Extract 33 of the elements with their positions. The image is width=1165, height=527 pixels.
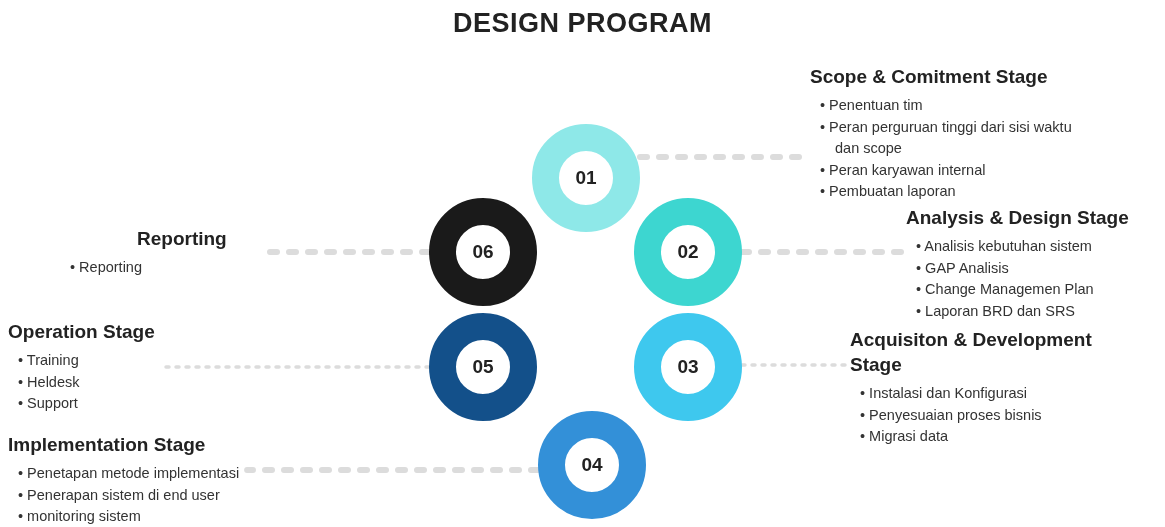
bullet-item: • Penentuan tim xyxy=(820,96,924,115)
bullet-item: • Support xyxy=(18,394,79,413)
bullet-item: • GAP Analisis xyxy=(916,258,1010,278)
bullet-item: • Migrasi data xyxy=(860,427,950,446)
bullet-item: • Instalasi dan Konfigurasi xyxy=(860,384,1029,403)
step-number: 01 xyxy=(575,167,597,189)
stage-heading: Reporting xyxy=(137,227,228,251)
step-number: 03 xyxy=(677,356,699,378)
stage-heading: Analysis & Design Stage xyxy=(906,206,1130,230)
title: DESIGN PROGRAM xyxy=(452,8,713,39)
step-number: 04 xyxy=(581,454,603,476)
dotted-connector xyxy=(161,365,431,369)
bullet-item: • Training xyxy=(18,351,80,370)
stage-heading: Implementation Stage xyxy=(8,433,207,457)
dotted-connector xyxy=(244,467,541,473)
bullet-item: • Laporan BRD dan SRS xyxy=(916,301,1077,321)
bullet-item: • Penetapan metode implementasi xyxy=(18,464,240,483)
bullet-item: • Heldesk xyxy=(18,372,81,392)
bullet-item: • Penerapan sistem di end user xyxy=(18,485,221,505)
stage-heading: Acquisiton & Development Stage xyxy=(850,328,1093,377)
bullet-item: • Peran perguruan tinggi dari sisi waktu dan scope xyxy=(820,117,1073,158)
bullet-item: • monitoring sistem xyxy=(18,507,142,526)
bullet-item: • Penyesuaian proses bisnis xyxy=(860,405,1043,425)
step-number: 02 xyxy=(677,241,699,263)
bullet-item: • Peran karyawan internal xyxy=(820,160,987,180)
step-number: 05 xyxy=(472,356,494,378)
bullet-item: • Analisis kebutuhan sistem xyxy=(916,237,1093,256)
bullet-item: • Reporting xyxy=(70,258,143,277)
bullet-item: • Change Managemen Plan xyxy=(916,280,1095,299)
step-number: 06 xyxy=(472,241,494,263)
bullet-item: • Pembuatan laporan xyxy=(820,182,957,201)
stage-heading: Scope & Comitment Stage xyxy=(810,65,1049,89)
stage-heading: Operation Stage xyxy=(8,320,155,344)
